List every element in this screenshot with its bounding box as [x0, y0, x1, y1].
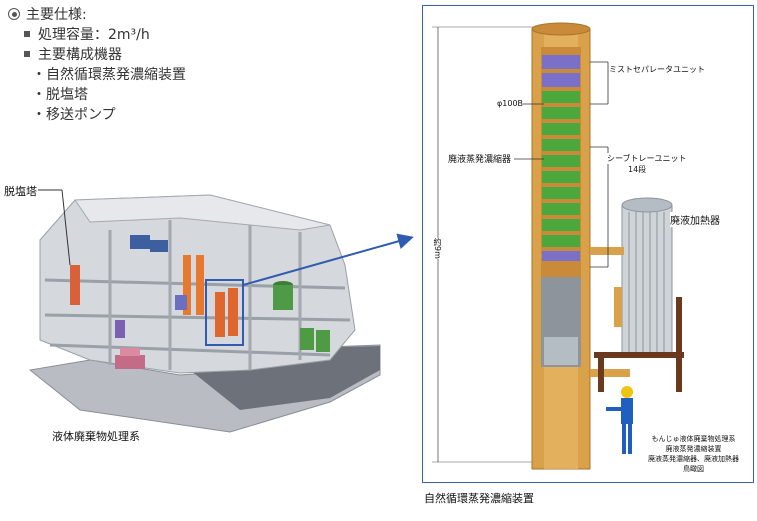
- desalination-tower-callout: 脱塩塔: [4, 185, 37, 198]
- spec-heading-text: 主要仕様:: [26, 7, 87, 23]
- left-diagram-caption: 液体廃棄物処理系: [52, 430, 140, 443]
- label-sieve-tray: シーブトレーユニット: [607, 153, 687, 164]
- circle-bullet-icon: [8, 8, 20, 20]
- note-line: 鳥瞰図: [683, 465, 704, 473]
- evaporator-diagram: [432, 22, 686, 470]
- right-diagram-caption: 自然循環蒸発濃縮装置: [424, 492, 534, 505]
- spec-equipment-item: ・自然循環蒸発濃縮装置: [32, 67, 186, 83]
- label-evaporator: 廃液蒸発濃縮器: [448, 152, 512, 165]
- label-mist-separator: ミストセパレータユニット: [609, 64, 705, 75]
- spec-equipment-heading-text: 主要構成機器: [38, 47, 122, 63]
- spec-equipment-item: ・脱塩塔: [32, 87, 88, 103]
- square-bullet-icon: [24, 51, 30, 57]
- spec-equipment-heading: 主要構成機器: [24, 44, 122, 64]
- note-line: もんじゅ液体廃棄物処理系: [651, 435, 736, 443]
- note-line: 廃液蒸発濃縮器、廃液加熱器: [648, 455, 739, 463]
- note-line: 廃液蒸発濃縮装置: [665, 445, 722, 453]
- building-cutaway-diagram: [28, 189, 381, 433]
- spec-capacity-text: 処理容量：2m³/h: [38, 27, 150, 43]
- label-sieve-count: 14段: [628, 164, 647, 175]
- spec-heading: 主要仕様:: [8, 4, 87, 24]
- worker-figure: [606, 386, 633, 454]
- square-bullet-icon: [24, 31, 30, 37]
- spec-capacity: 処理容量：2m³/h: [24, 24, 150, 44]
- label-height: 約9m: [432, 238, 443, 259]
- sieve-trays: [542, 55, 580, 261]
- label-diameter: φ100B: [497, 99, 524, 108]
- diagram-note: もんじゅ液体廃棄物処理系 廃液蒸発濃縮装置 廃液蒸発濃縮器、廃液加熱器 鳥瞰図: [648, 434, 739, 474]
- spec-equipment-item: ・移送ポンプ: [32, 107, 116, 123]
- zoom-arrow: [242, 233, 414, 286]
- label-heater: 廃液加熱器: [670, 212, 720, 227]
